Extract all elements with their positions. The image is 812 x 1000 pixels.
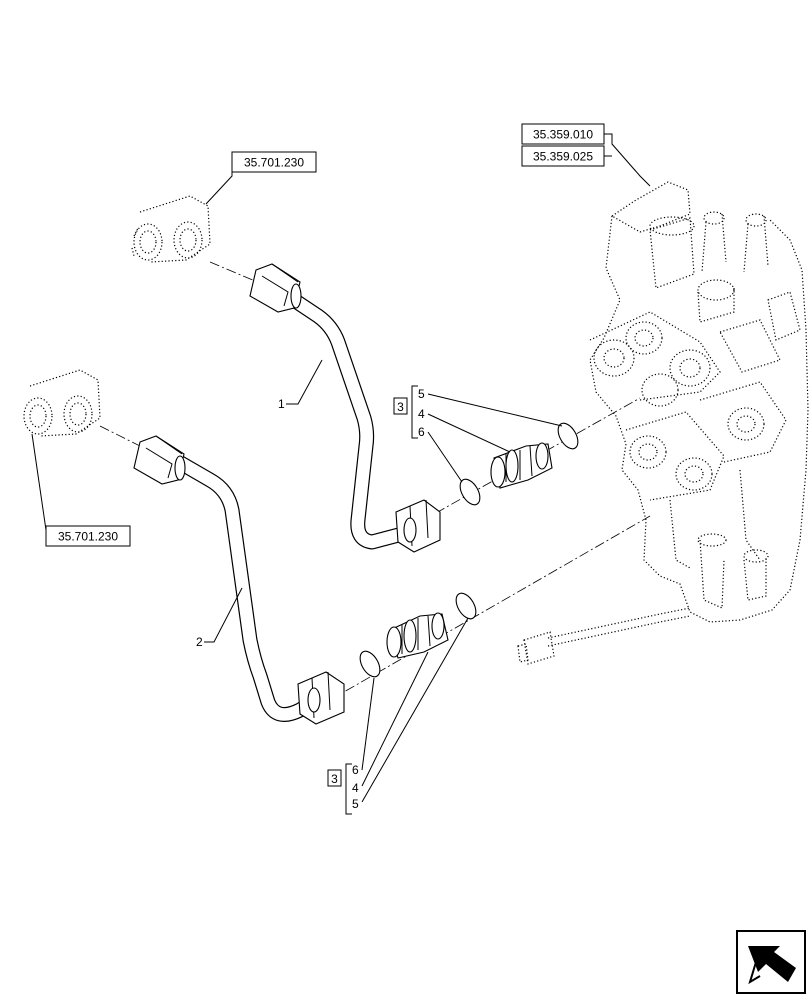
- reference-box-valve-2[interactable]: 35.359.025: [521, 145, 605, 167]
- reference-valve-1[interactable]: 35.359.010: [533, 128, 593, 142]
- sensor-harness: [517, 607, 691, 665]
- pipe-2: [133, 435, 345, 725]
- reference-valve-2[interactable]: 35.359.025: [533, 150, 593, 164]
- callout-lower-5: 5: [352, 797, 359, 811]
- elbow-fitting-left: [23, 369, 101, 437]
- adapter-upper: [490, 442, 553, 489]
- o-ring-upper-5: [557, 422, 579, 450]
- callout-lower-4: 4: [352, 781, 359, 795]
- reference-fitting-top[interactable]: 35.701.230: [244, 156, 304, 170]
- elbow-fitting-top: [131, 195, 211, 263]
- pipe-1: [249, 263, 441, 553]
- o-ring-upper-6: [459, 478, 481, 506]
- center-lines: [99, 261, 651, 701]
- callout-pipe-2: 2: [196, 635, 203, 649]
- reference-fitting-left[interactable]: 35.701.230: [58, 530, 118, 544]
- callout-upper-5: 5: [418, 387, 425, 401]
- callout-upper-4: 4: [418, 407, 425, 421]
- kit-label-lower: 3: [331, 772, 338, 786]
- o-ring-lower-5: [455, 592, 477, 620]
- o-ring-lower-6: [359, 650, 381, 678]
- adapter-lower: [386, 612, 449, 659]
- kit-box-lower: 3: [327, 769, 342, 787]
- callout-lower-6: 6: [352, 763, 359, 777]
- kit-label-upper: 3: [397, 400, 404, 414]
- reference-box-fitting-top[interactable]: 35.701.230: [231, 151, 317, 173]
- kit-box-upper: 3: [393, 397, 408, 415]
- callout-upper-6: 6: [418, 425, 425, 439]
- reference-box-valve-1[interactable]: 35.359.010: [521, 123, 605, 145]
- control-valve: [589, 181, 809, 623]
- navigation-arrow-icon[interactable]: [736, 930, 806, 994]
- reference-box-fitting-left[interactable]: 35.701.230: [45, 525, 131, 547]
- callout-pipe-1: 1: [278, 397, 285, 411]
